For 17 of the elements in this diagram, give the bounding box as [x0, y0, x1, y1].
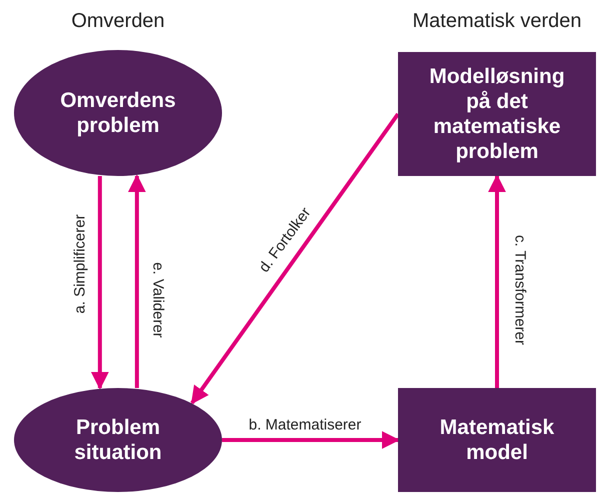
arrow	[222, 431, 400, 449]
arrow	[90, 176, 109, 390]
edge-label: c. Transformerer	[512, 234, 528, 346]
arrow	[190, 112, 400, 404]
node-text: Modelløsning på det matematiske problem	[428, 64, 566, 164]
edge-label: e. Validerer	[150, 262, 166, 338]
region-heading: Matematisk verden	[412, 10, 582, 33]
process-box	[398, 388, 596, 492]
node-text: Problem situation	[73, 414, 163, 466]
arrow	[488, 174, 506, 388]
node-text: Omverdens problem	[59, 88, 177, 138]
edge-label: b. Matematiserer	[248, 416, 362, 434]
region-heading: Omverden	[71, 10, 165, 33]
edge-label: a. Simplificerer	[72, 214, 88, 314]
node-text: Matematisk model	[438, 414, 556, 466]
process-box	[398, 52, 596, 176]
arrow	[128, 174, 146, 388]
